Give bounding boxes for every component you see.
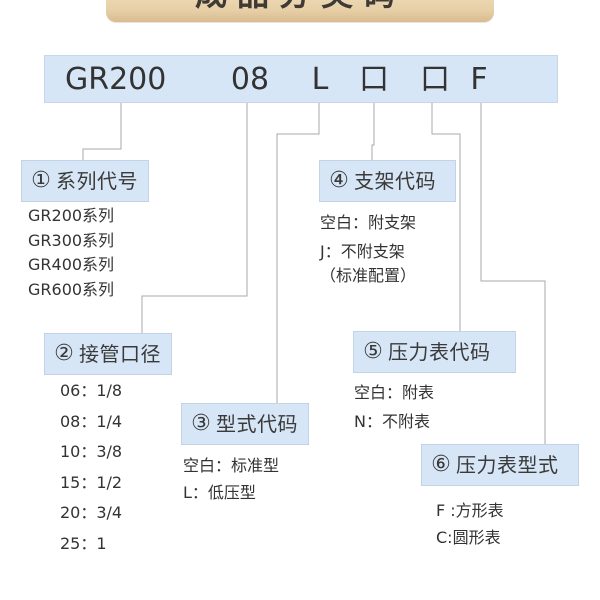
option-list-type-code: 空白：标准型 L：低压型	[183, 458, 279, 512]
circled-number: ③	[191, 411, 211, 436]
option-list-gauge-code: 空白：附表 N：不附表	[354, 385, 434, 442]
category-label: 型式代码	[216, 412, 298, 436]
option-item: 空白：标准型	[183, 456, 280, 475]
option-item: 15：1/2	[60, 472, 123, 492]
category-box-bracket-code: ④ 支架代码	[319, 160, 456, 202]
connector-type	[276, 103, 320, 403]
option-item: 08：1/4	[60, 411, 123, 431]
title-plate: 成品分类码	[106, 0, 494, 22]
category-label: 压力表型式	[456, 453, 559, 477]
option-list-gauge-style: F :方形表 C:圆形表	[436, 503, 504, 557]
option-item: GR200系列	[28, 206, 115, 225]
connector-gauge	[431, 103, 461, 331]
category-label: 系列代号	[56, 169, 138, 193]
category-label: 压力表代码	[388, 340, 491, 364]
option-item: 25：1	[60, 533, 107, 553]
code-segment-gauge-style: F	[470, 62, 488, 97]
option-item: 空白：附表	[354, 383, 435, 402]
connector-gauge-style	[480, 103, 546, 444]
title-banner: 成品分类码	[0, 0, 600, 28]
code-segment-port-size: 08	[230, 62, 270, 97]
circled-number: ④	[329, 168, 349, 193]
code-segment-gauge: 口	[420, 62, 450, 97]
code-segment-series: GR200	[65, 62, 167, 97]
option-item: 10：3/8	[60, 442, 123, 461]
option-item: L：低压型	[183, 483, 256, 502]
option-item: F :方形表	[436, 501, 504, 520]
category-box-series-code: ① 系列代号	[21, 160, 149, 202]
code-segment-bracket: 口	[359, 62, 389, 97]
option-item: GR300系列	[28, 230, 115, 250]
option-item: 20：3/4	[60, 503, 123, 522]
option-list-series-code: GR200系列 GR300系列 GR400系列 GR600系列	[28, 208, 114, 306]
category-label: 接管口径	[79, 342, 161, 366]
option-item: C:圆形表	[436, 528, 501, 547]
circled-number: ②	[54, 341, 74, 366]
option-list-bracket-code: 空白：附支架 J：不附支架 （标准配置）	[320, 215, 416, 293]
option-list-port-size: 06：1/8 08：1/4 10：3/8 15：1/2 20：3/4 25：1	[60, 383, 122, 566]
connector-port-size	[141, 103, 248, 333]
category-box-gauge-style: ⑥ 压力表型式	[421, 444, 579, 486]
circled-number: ⑥	[431, 452, 451, 477]
page-title: 成品分类码	[106, 0, 494, 10]
category-box-type-code: ③ 型式代码	[181, 403, 309, 445]
option-item: GR400系列	[28, 255, 115, 274]
category-box-port-size: ② 接管口径	[44, 333, 172, 375]
option-item: GR600系列	[28, 279, 115, 299]
connector-bracket	[371, 103, 375, 160]
category-label: 支架代码	[354, 169, 436, 193]
model-code-bar: GR200 08 L 口 口 F	[44, 55, 558, 103]
connector-series	[82, 103, 122, 160]
option-item: 06：1/8	[60, 381, 123, 400]
option-item: N：不附表	[354, 411, 430, 431]
code-segment-type: L	[311, 62, 329, 97]
category-box-gauge-code: ⑤ 压力表代码	[353, 331, 516, 373]
circled-number: ①	[31, 168, 51, 193]
option-item: J：不附支架	[320, 241, 405, 261]
circled-number: ⑤	[363, 339, 383, 364]
option-item: （标准配置）	[320, 266, 417, 285]
option-item: 空白：附支架	[320, 213, 417, 232]
